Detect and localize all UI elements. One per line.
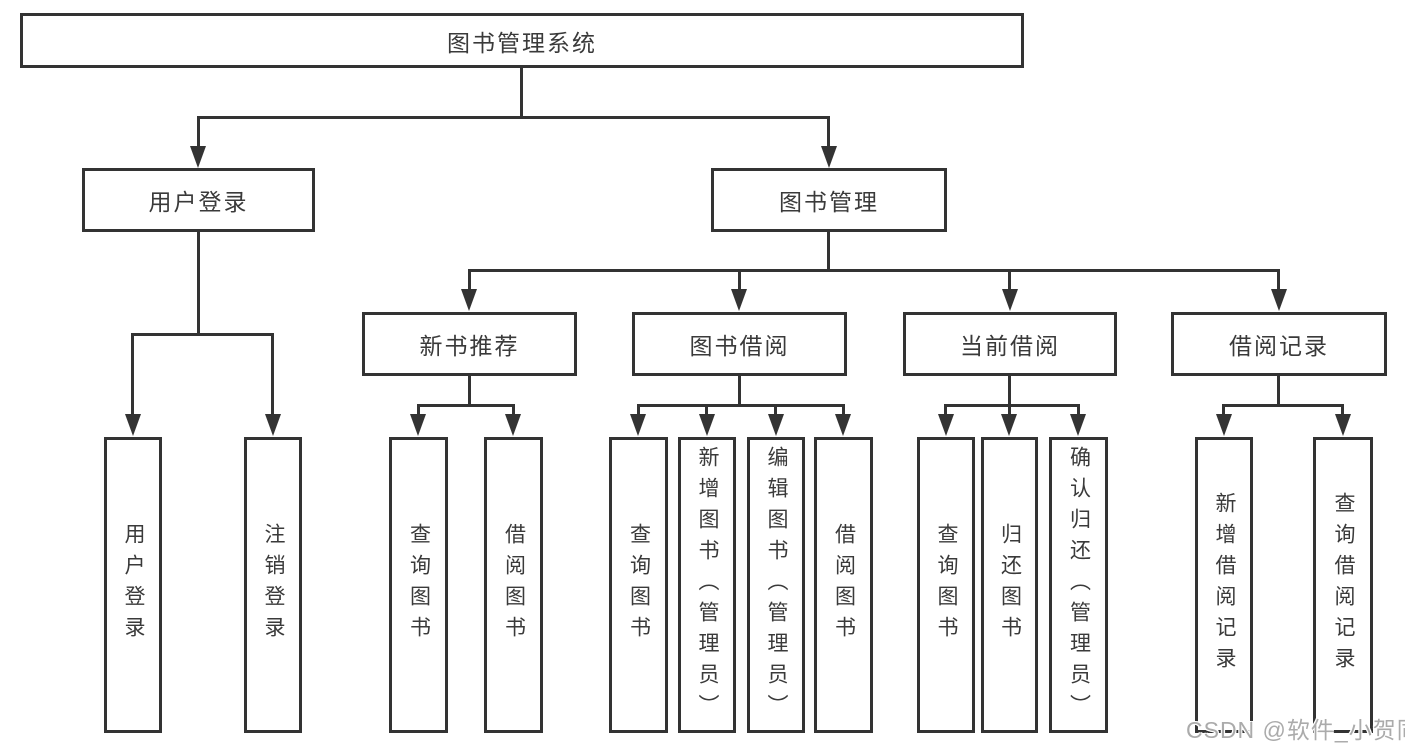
- connector-line: [1008, 404, 1011, 416]
- leaf-confirm-return-admin: 确认归还（管理员）: [1049, 437, 1108, 733]
- connector-line: [468, 269, 1280, 272]
- leaf-logout: 注销登录: [244, 437, 302, 733]
- arrow-down-icon: [835, 414, 851, 436]
- arrow-down-icon: [410, 414, 426, 436]
- connector-line: [738, 376, 741, 407]
- connector-line: [468, 376, 471, 407]
- arrow-down-icon: [1002, 289, 1018, 311]
- connector-line: [1277, 376, 1280, 407]
- connector-line: [468, 269, 471, 293]
- leaf-user-login: 用户登录: [104, 437, 162, 733]
- arrow-down-icon: [938, 414, 954, 436]
- connector-line: [637, 404, 640, 416]
- arrow-down-icon: [821, 146, 837, 168]
- csdn-watermark: CSDN @软件_小贺同学: [1186, 717, 1405, 743]
- connector-line: [827, 232, 830, 272]
- arrow-down-icon: [461, 289, 477, 311]
- node-book-management: 图书管理: [711, 168, 947, 232]
- arrow-down-icon: [125, 414, 141, 436]
- leaf-add-book-admin: 新增图书（管理员）: [678, 437, 736, 733]
- arrow-down-icon: [265, 414, 281, 436]
- connector-line: [842, 404, 845, 416]
- arrow-down-icon: [630, 414, 646, 436]
- arrow-down-icon: [1216, 414, 1232, 436]
- connector-line: [738, 269, 741, 293]
- leaf-query-borrow-record: 查询借阅记录: [1313, 437, 1373, 733]
- connector-line: [417, 404, 420, 416]
- connector-line: [131, 333, 274, 336]
- connector-line: [1008, 376, 1011, 407]
- node-borrow-records: 借阅记录: [1171, 312, 1387, 376]
- node-user-login: 用户登录: [82, 168, 315, 232]
- connector-line: [944, 404, 947, 416]
- leaf-query-books-newbook: 查询图书: [389, 437, 448, 733]
- connector-line: [520, 68, 523, 118]
- connector-line: [512, 404, 515, 416]
- node-book-borrow: 图书借阅: [632, 312, 847, 376]
- leaf-borrow-books-borrow: 借阅图书: [814, 437, 873, 733]
- connector-line: [637, 404, 845, 407]
- connector-line: [197, 116, 200, 148]
- leaf-return-books: 归还图书: [981, 437, 1038, 733]
- arrow-down-icon: [1271, 289, 1287, 311]
- connector-line: [1077, 404, 1080, 416]
- connector-line: [197, 116, 830, 119]
- arrow-down-icon: [1070, 414, 1086, 436]
- connector-line: [1222, 404, 1225, 416]
- node-library-system: 图书管理系统: [20, 13, 1024, 68]
- node-new-book-recommend: 新书推荐: [362, 312, 577, 376]
- arrow-down-icon: [1001, 414, 1017, 436]
- arrow-down-icon: [731, 289, 747, 311]
- leaf-borrow-books-newbook: 借阅图书: [484, 437, 543, 733]
- connector-line: [1008, 269, 1011, 293]
- arrow-down-icon: [505, 414, 521, 436]
- arrow-down-icon: [190, 146, 206, 168]
- connector-line: [1277, 269, 1280, 293]
- leaf-query-books-current: 查询图书: [917, 437, 975, 733]
- arrow-down-icon: [699, 414, 715, 436]
- connector-line: [774, 404, 777, 416]
- node-current-borrow: 当前借阅: [903, 312, 1117, 376]
- connector-line: [1222, 404, 1344, 407]
- connector-line: [131, 333, 134, 417]
- connector-line: [705, 404, 708, 416]
- leaf-add-borrow-record: 新增借阅记录: [1195, 437, 1253, 733]
- arrow-down-icon: [1335, 414, 1351, 436]
- connector-line: [271, 333, 274, 417]
- connector-line: [944, 404, 1080, 407]
- leaf-edit-book-admin: 编辑图书（管理员）: [747, 437, 805, 733]
- connector-line: [197, 232, 200, 336]
- leaf-query-books-borrow: 查询图书: [609, 437, 668, 733]
- arrow-down-icon: [768, 414, 784, 436]
- connector-line: [417, 404, 515, 407]
- connector-line: [827, 116, 830, 148]
- connector-line: [1341, 404, 1344, 416]
